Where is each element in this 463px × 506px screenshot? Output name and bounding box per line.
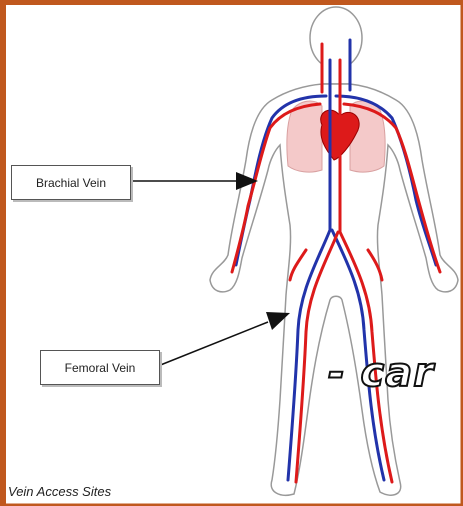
body-outline <box>210 7 458 495</box>
top-frame-bar <box>0 0 463 5</box>
diagram-caption: Vein Access Sites <box>8 484 111 499</box>
left-frame-bar <box>0 0 6 506</box>
femoral-arrow <box>158 312 290 366</box>
brachial-arrow <box>130 172 258 190</box>
watermark-text: - car <box>328 350 434 396</box>
brachial-vein-label: Brachial Vein <box>11 165 131 200</box>
femoral-vein-label: Femoral Vein <box>40 350 160 385</box>
